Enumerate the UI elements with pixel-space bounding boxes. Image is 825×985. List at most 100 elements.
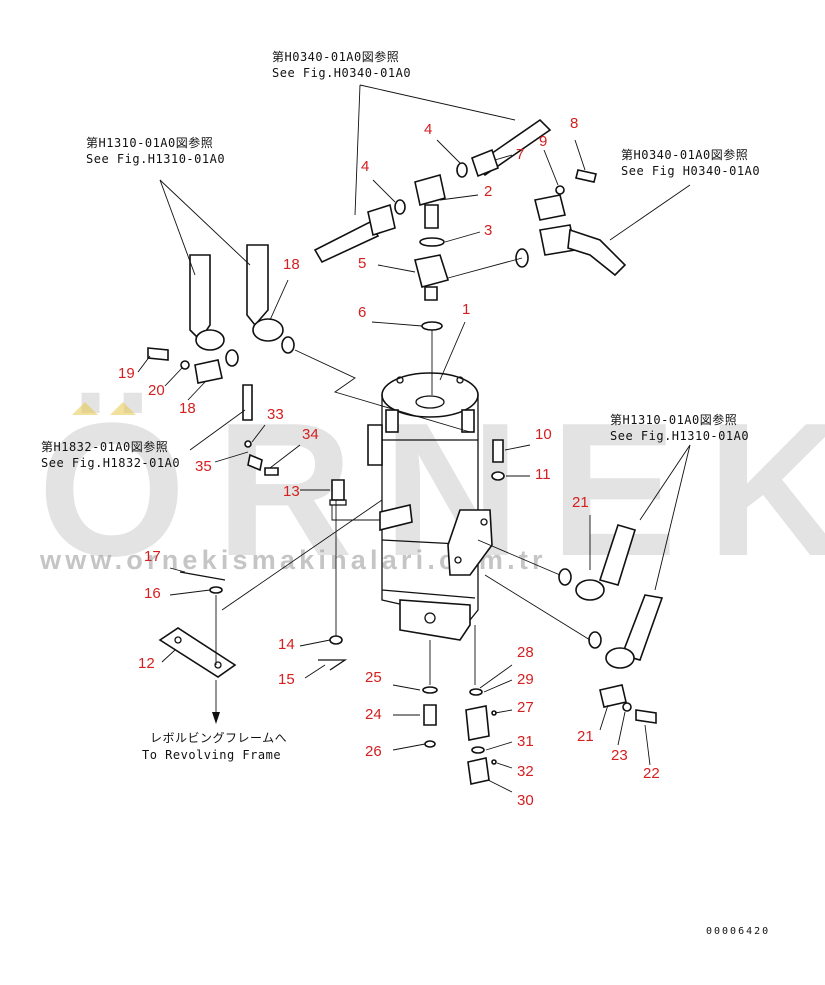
ref-h1310-left-jp: 第H1310-01A0図参照 [86, 136, 214, 150]
o-ring-3 [419, 237, 445, 247]
fitting-34 [264, 467, 279, 476]
part-13-pin [329, 479, 380, 521]
callout-25: 25 [365, 669, 382, 686]
callout-33: 33 [267, 406, 284, 423]
flange-right-b [605, 647, 635, 669]
washer-16 [209, 586, 223, 594]
callout-5: 5 [358, 255, 367, 272]
leader-32 [496, 762, 513, 769]
bolt-19 [147, 347, 169, 361]
hose-right-b [620, 594, 664, 661]
leader-plate-body [221, 499, 383, 611]
o-ring-right [558, 568, 572, 586]
callout-18b: 18 [179, 400, 196, 417]
callout-17: 17 [144, 548, 161, 565]
callout-26: 26 [365, 743, 382, 760]
watermark-accent [72, 402, 98, 415]
callout-27: 27 [517, 699, 534, 716]
leader-5 [377, 264, 416, 273]
callout-20: 20 [148, 382, 165, 399]
o-ring-left [281, 336, 295, 354]
ref-h1832-en: See Fig.H1832-01A0 [41, 456, 181, 470]
elbow-2 [414, 174, 446, 206]
ref-leader-top-right [359, 84, 516, 121]
swivel-joint-body [367, 372, 493, 641]
ref-leader-top-left [354, 84, 361, 216]
ref-h1310-left-en: See Fig.H1310-01A0 [86, 152, 226, 166]
callout-9: 9 [539, 133, 548, 150]
callout-10: 10 [535, 426, 552, 443]
washer-11 [491, 471, 505, 481]
callout-14: 14 [278, 636, 295, 653]
hose-7-nut [471, 148, 499, 178]
adapter-5-stem [424, 286, 438, 301]
callout-30: 30 [517, 792, 534, 809]
callout-19: 19 [118, 365, 135, 382]
ref-leader-right-b [654, 444, 691, 591]
callout-16: 16 [144, 585, 161, 602]
ref-leader-left-a [159, 179, 196, 276]
ref-leader-h1832 [189, 409, 246, 451]
part-32 [491, 759, 497, 765]
ref-h1310-right-jp: 第H1310-01A0図参照 [610, 413, 738, 427]
leader-15 [304, 664, 326, 679]
callout-29: 29 [517, 671, 534, 688]
washer-20 [180, 360, 190, 370]
callout-15: 15 [278, 671, 295, 688]
callout-12: 12 [138, 655, 155, 672]
elbow-2-stem [424, 204, 439, 229]
leader-1 [439, 321, 466, 381]
leader-20 [164, 367, 183, 387]
callout-32: 32 [517, 763, 534, 780]
callout-35: 35 [195, 458, 212, 475]
leader-35 [214, 451, 249, 463]
callout-28: 28 [517, 644, 534, 661]
callout-7: 7 [516, 146, 525, 163]
ref-h0340-top-jp: 第H0340-01A0図参照 [272, 50, 400, 64]
hose-left-b [246, 244, 269, 327]
hose-top-left [313, 220, 380, 264]
leader-30 [487, 779, 513, 793]
hose-21 [598, 524, 637, 586]
leader-14b [299, 639, 331, 647]
leader-16 [169, 589, 211, 596]
callout-1: 1 [462, 301, 471, 318]
ref-leader-right-a [639, 444, 691, 521]
callout-11: 11 [535, 466, 551, 483]
leader-2 [439, 194, 479, 201]
leader-34 [269, 444, 301, 469]
callout-13: 13 [283, 483, 300, 500]
washer-14 [329, 635, 343, 645]
leader-7 [494, 154, 513, 161]
leader-4b [372, 179, 396, 203]
o-ring-left-2 [225, 349, 239, 367]
leader-4a [436, 139, 461, 164]
callout-23: 23 [611, 747, 628, 764]
hose-35 [242, 384, 253, 421]
o-ring-25 [422, 686, 438, 694]
bolt-10 [492, 439, 504, 463]
leader-28 [479, 664, 513, 689]
leader-22 [644, 724, 651, 766]
leader-o-ring-right-b [484, 574, 591, 641]
leader-31 [485, 741, 513, 751]
watermark-logo: ÖRNEK [38, 384, 825, 596]
fitting-27 [465, 705, 490, 741]
part-15 [318, 659, 348, 671]
bolt-22 [635, 709, 657, 724]
bolt-8 [575, 169, 597, 183]
ref-h1310-right-en: See Fig.H1310-01A0 [610, 429, 750, 443]
o-ring-31 [471, 746, 485, 754]
part-33-ring [244, 440, 252, 448]
callout-8: 8 [570, 115, 579, 132]
hose-top-left-nut [367, 203, 396, 237]
leader-9 [543, 149, 559, 186]
callout-3: 3 [484, 222, 493, 239]
hose-right-top [567, 228, 627, 277]
ref-leader-left-b [159, 179, 251, 266]
o-ring-4b [394, 199, 406, 215]
leader-33 [251, 424, 266, 443]
washer-23 [622, 702, 632, 712]
